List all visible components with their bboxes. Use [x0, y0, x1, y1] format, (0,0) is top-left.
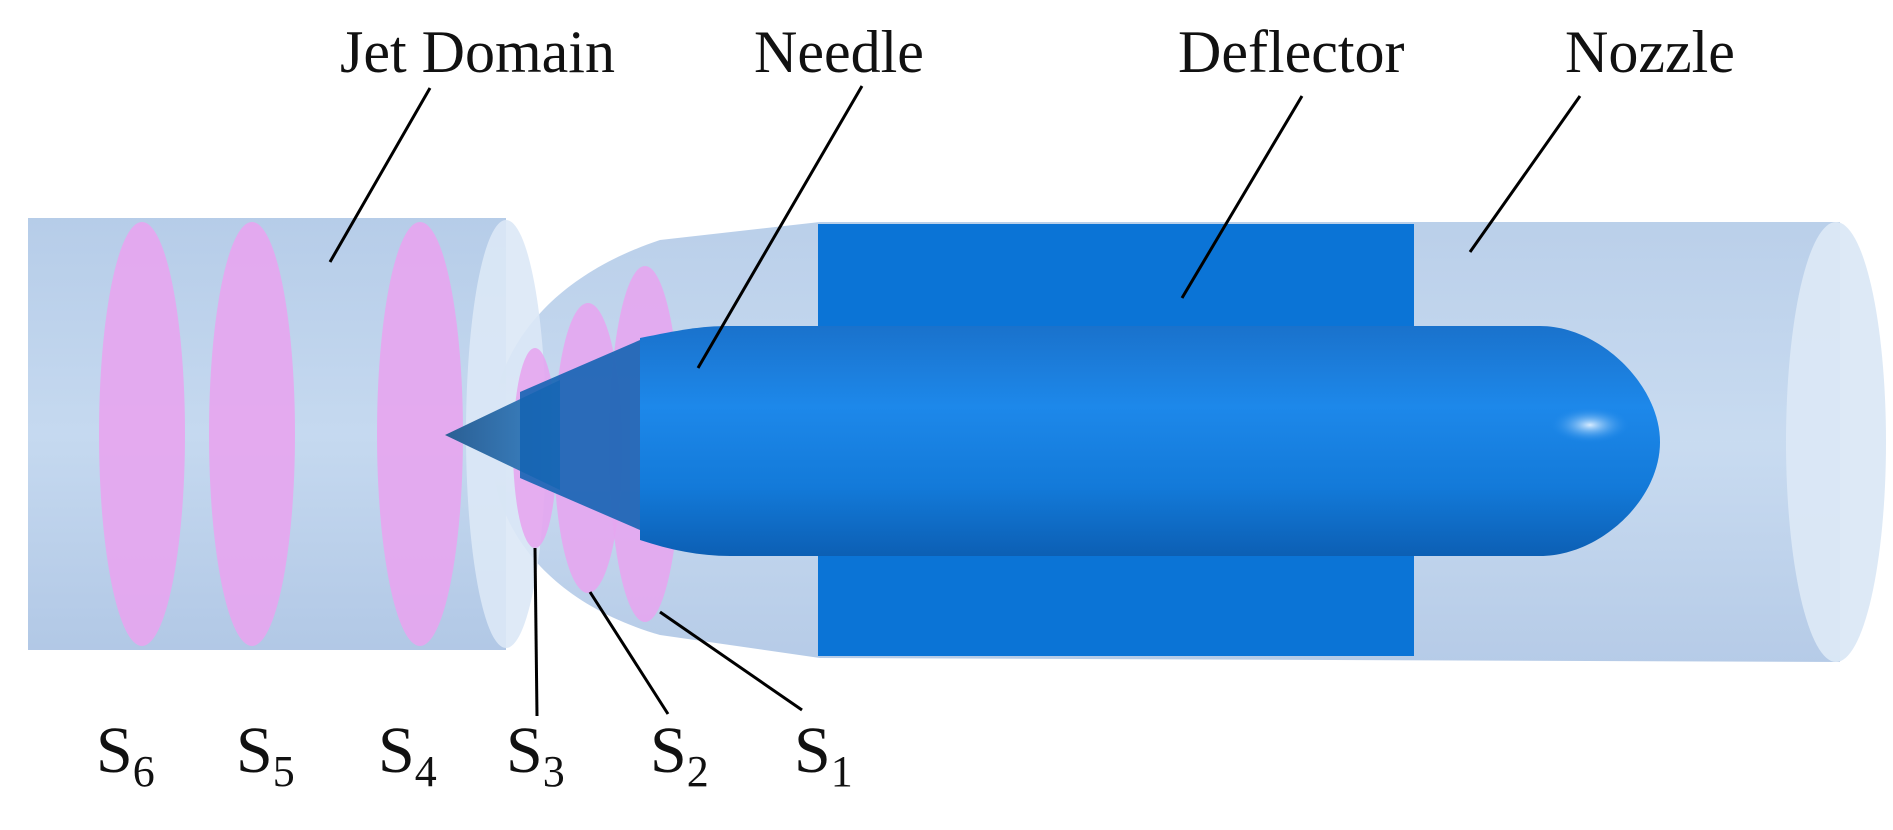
needle	[445, 326, 1660, 556]
s3-leader	[533, 547, 539, 717]
s3-label: S3	[506, 714, 565, 796]
section-s5	[209, 222, 295, 646]
s2-label: S2	[650, 714, 709, 796]
section-s4	[377, 222, 463, 646]
nozzle-label: Nozzle	[1565, 19, 1735, 85]
nozzle-leader	[1468, 95, 1582, 253]
jet-domain-leader	[328, 87, 432, 263]
s5-label: S5	[236, 714, 295, 796]
s2-leader	[588, 591, 670, 715]
deflector-label: Deflector	[1178, 19, 1405, 85]
needle-leader	[696, 85, 864, 369]
nozzle-outlet-end	[1786, 222, 1886, 662]
deflector-leader	[1180, 95, 1304, 299]
s1-label: S1	[794, 714, 853, 796]
jet-domain-label: Jet Domain	[340, 19, 615, 85]
s1-leader	[659, 610, 803, 712]
section-s6	[99, 222, 185, 646]
s4-label: S4	[378, 714, 437, 796]
needle-label: Needle	[754, 19, 924, 85]
s6-label: S6	[96, 714, 155, 796]
